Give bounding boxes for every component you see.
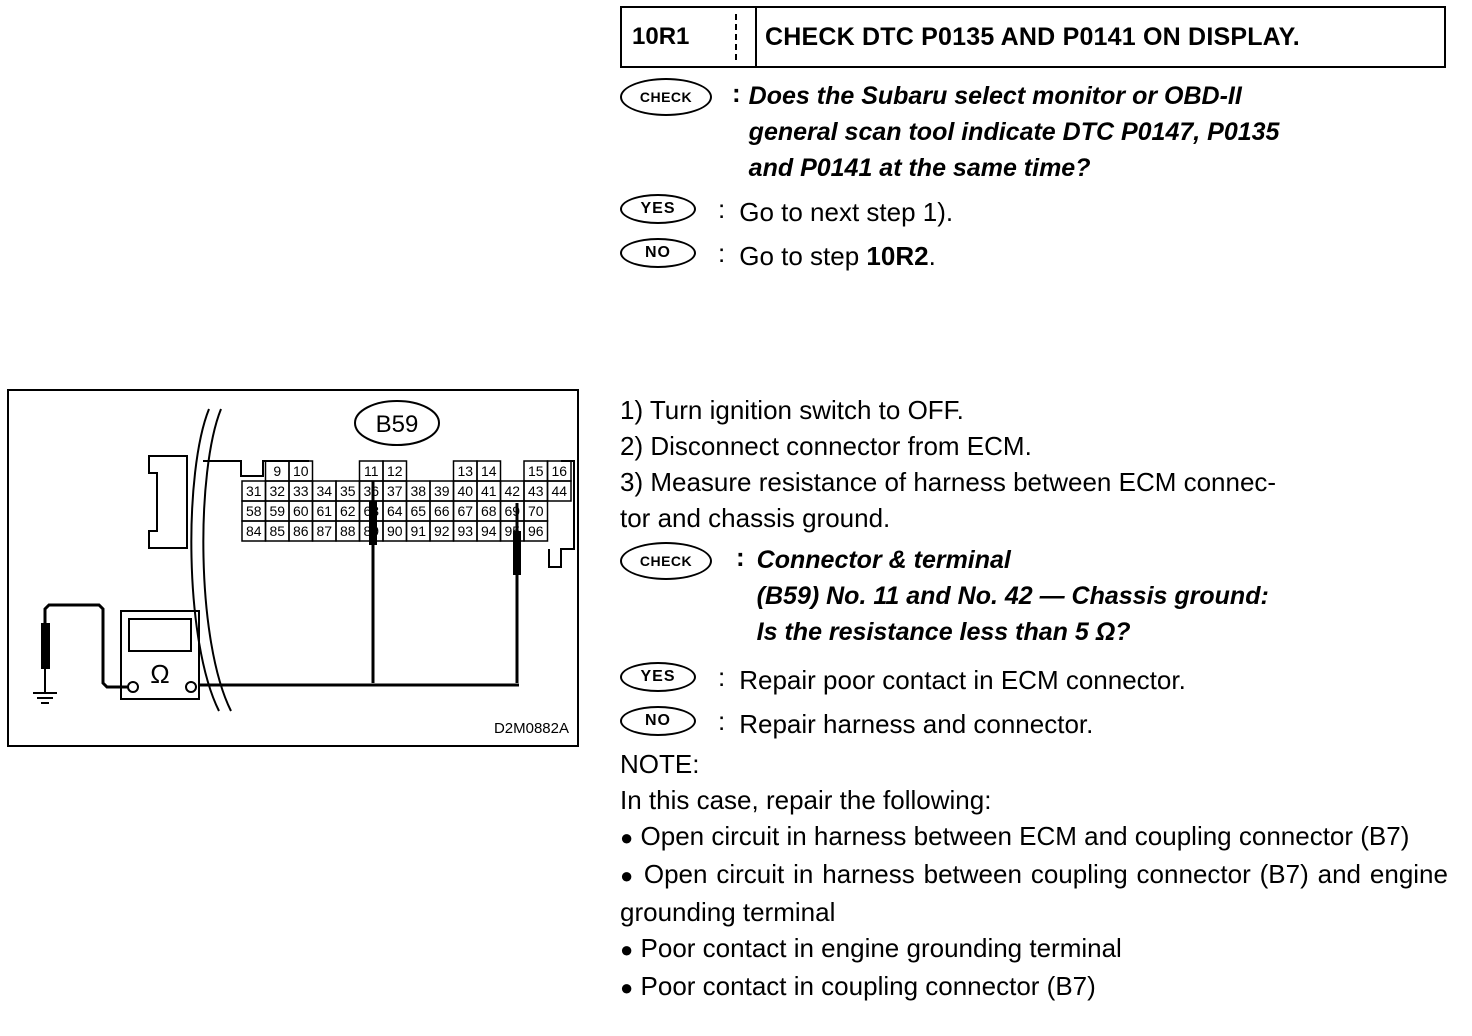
procedure-step-1: 1) Turn ignition switch to OFF.: [620, 395, 964, 425]
check-row-1: CHECK : Does the Subaru select monitor o…: [620, 78, 1279, 186]
procedure-step-3: 3) Measure resistance of harness between…: [620, 467, 1277, 497]
pin-number: 38: [410, 483, 426, 499]
ohmmeter-display: [128, 618, 192, 652]
figure-code: D2M0882A: [493, 720, 569, 737]
yes-badge: YES: [620, 194, 696, 224]
note-bullet: ● Poor contact in engine grounding termi…: [620, 933, 1122, 963]
pin-number: 88: [340, 523, 356, 539]
check-question-1: Does the Subaru select monitor or OBD-II…: [748, 82, 1280, 182]
pin-number: 65: [410, 503, 426, 519]
break-line-1: [190, 408, 220, 712]
pin-number: 84: [246, 523, 262, 539]
pin-number: 42: [504, 483, 520, 499]
pin-number: 12: [387, 463, 403, 479]
procedure-step-3-cont: tor and chassis ground.: [620, 503, 891, 533]
step-id: 10R1: [622, 8, 757, 66]
pin-cell: [546, 480, 572, 502]
yes-badge-2: YES: [620, 662, 696, 692]
pin-number: 60: [293, 503, 309, 519]
pin-number: 67: [457, 503, 473, 519]
note-section: NOTE: In this case, repair the following…: [620, 746, 1448, 1006]
note-label: NOTE:: [620, 749, 700, 779]
pin-number: 37: [387, 483, 403, 499]
connector-diagram: B59 9 10 11 12 13 14 15 16 31 32 33 34 35 36 37 38 39 40 4…: [7, 389, 579, 747]
pin-number: 93: [457, 523, 473, 539]
pin-number: 34: [316, 483, 332, 499]
pin-number: 59: [269, 503, 285, 519]
pin-number: 16: [551, 463, 567, 479]
pin-number: 58: [246, 503, 262, 519]
pin-number: 36: [363, 483, 379, 499]
step-header: 10R1 CHECK DTC P0135 AND P0141 ON DISPLA…: [620, 6, 1446, 68]
pin-number: 13: [457, 463, 473, 479]
pin-number: 92: [434, 523, 450, 539]
pin-number: 96: [528, 523, 544, 539]
pin-number: 91: [410, 523, 426, 539]
pin-number: 61: [316, 503, 332, 519]
pin-number: 33: [293, 483, 309, 499]
pin-number: 94: [481, 523, 497, 539]
pin-number: 32: [269, 483, 285, 499]
step-title: CHECK DTC P0135 AND P0141 ON DISPLAY.: [765, 22, 1300, 51]
pin-number: 31: [246, 483, 262, 499]
procedure-list: 1) Turn ignition switch to OFF. 2) Disco…: [620, 392, 1448, 536]
yes-row-1: YES : Go to next step 1).: [620, 194, 953, 230]
check-badge-2: CHECK: [620, 542, 712, 580]
no-badge-2: NO: [620, 706, 696, 736]
connector-label: B59: [376, 411, 419, 438]
pin-number: 9: [273, 463, 281, 479]
pin-number: 90: [387, 523, 403, 539]
no-badge: NO: [620, 238, 696, 268]
ohmmeter: [120, 610, 200, 700]
pin-number: 41: [481, 483, 497, 499]
yes-action-2: Repair poor contact in ECM connector.: [739, 665, 1186, 695]
pin-number: 39: [434, 483, 450, 499]
pin-number: 40: [457, 483, 473, 499]
no-action-2: Repair harness and connector.: [739, 709, 1094, 739]
yes-row-2: YES : Repair poor contact in ECM connect…: [620, 662, 1186, 698]
pin-cell: [523, 520, 549, 542]
pin-number: 87: [316, 523, 332, 539]
pin-number: 10: [293, 463, 309, 479]
note-bullet: ● Open circuit in harness between ECM an…: [620, 821, 1410, 851]
pin-number: 15: [528, 463, 544, 479]
procedure-step-2: 2) Disconnect connector from ECM.: [620, 431, 1032, 461]
pin-number: 62: [340, 503, 356, 519]
check-question-2: Connector & terminal (B59) No. 11 and No…: [756, 546, 1269, 646]
pin-number: 35: [340, 483, 356, 499]
note-intro: In this case, repair the following:: [620, 785, 992, 815]
connector-housing: [148, 455, 188, 549]
pin-grid: 9 10 11 12 13 14 15 16 31 32 33 34 35 36 37 38 39 40 41 42 4…: [241, 460, 572, 542]
break-line-2: [202, 408, 232, 712]
yes-action-1: Go to next step 1).: [739, 197, 954, 227]
pin-number: 11: [364, 463, 379, 479]
pin-number: 43: [528, 483, 544, 499]
check-badge: CHECK: [620, 78, 712, 116]
pin-number: 64: [387, 503, 403, 519]
pin-number: 14: [481, 463, 497, 479]
pin-number: 70: [528, 503, 544, 519]
pin-number: 68: [481, 503, 497, 519]
note-bullet: ● Poor contact in coupling connector (B7…: [620, 971, 1096, 1001]
pin-number: 66: [434, 503, 450, 519]
check-row-2: CHECK : Connector & terminal (B59) No. 1…: [620, 542, 1269, 650]
no-action-1: Go to step 10R2.: [739, 241, 936, 271]
pin-number: 86: [293, 523, 309, 539]
pin-number: 44: [551, 483, 567, 499]
note-bullet: ● Open circuit in harness between coupli…: [620, 859, 1448, 927]
ohm-symbol: Ω: [150, 659, 169, 689]
diagram-svg: B59 9 10 11 12 13 14 15 16 31 32 33 34 35 36 37 38 39 40 4…: [33, 400, 575, 712]
no-row-1: NO : Go to step 10R2.: [620, 238, 936, 274]
connector-label-ellipse: [354, 400, 440, 446]
pin-number: 85: [269, 523, 285, 539]
ground-probe: [41, 623, 50, 669]
no-row-2: NO : Repair harness and connector.: [620, 706, 1093, 742]
